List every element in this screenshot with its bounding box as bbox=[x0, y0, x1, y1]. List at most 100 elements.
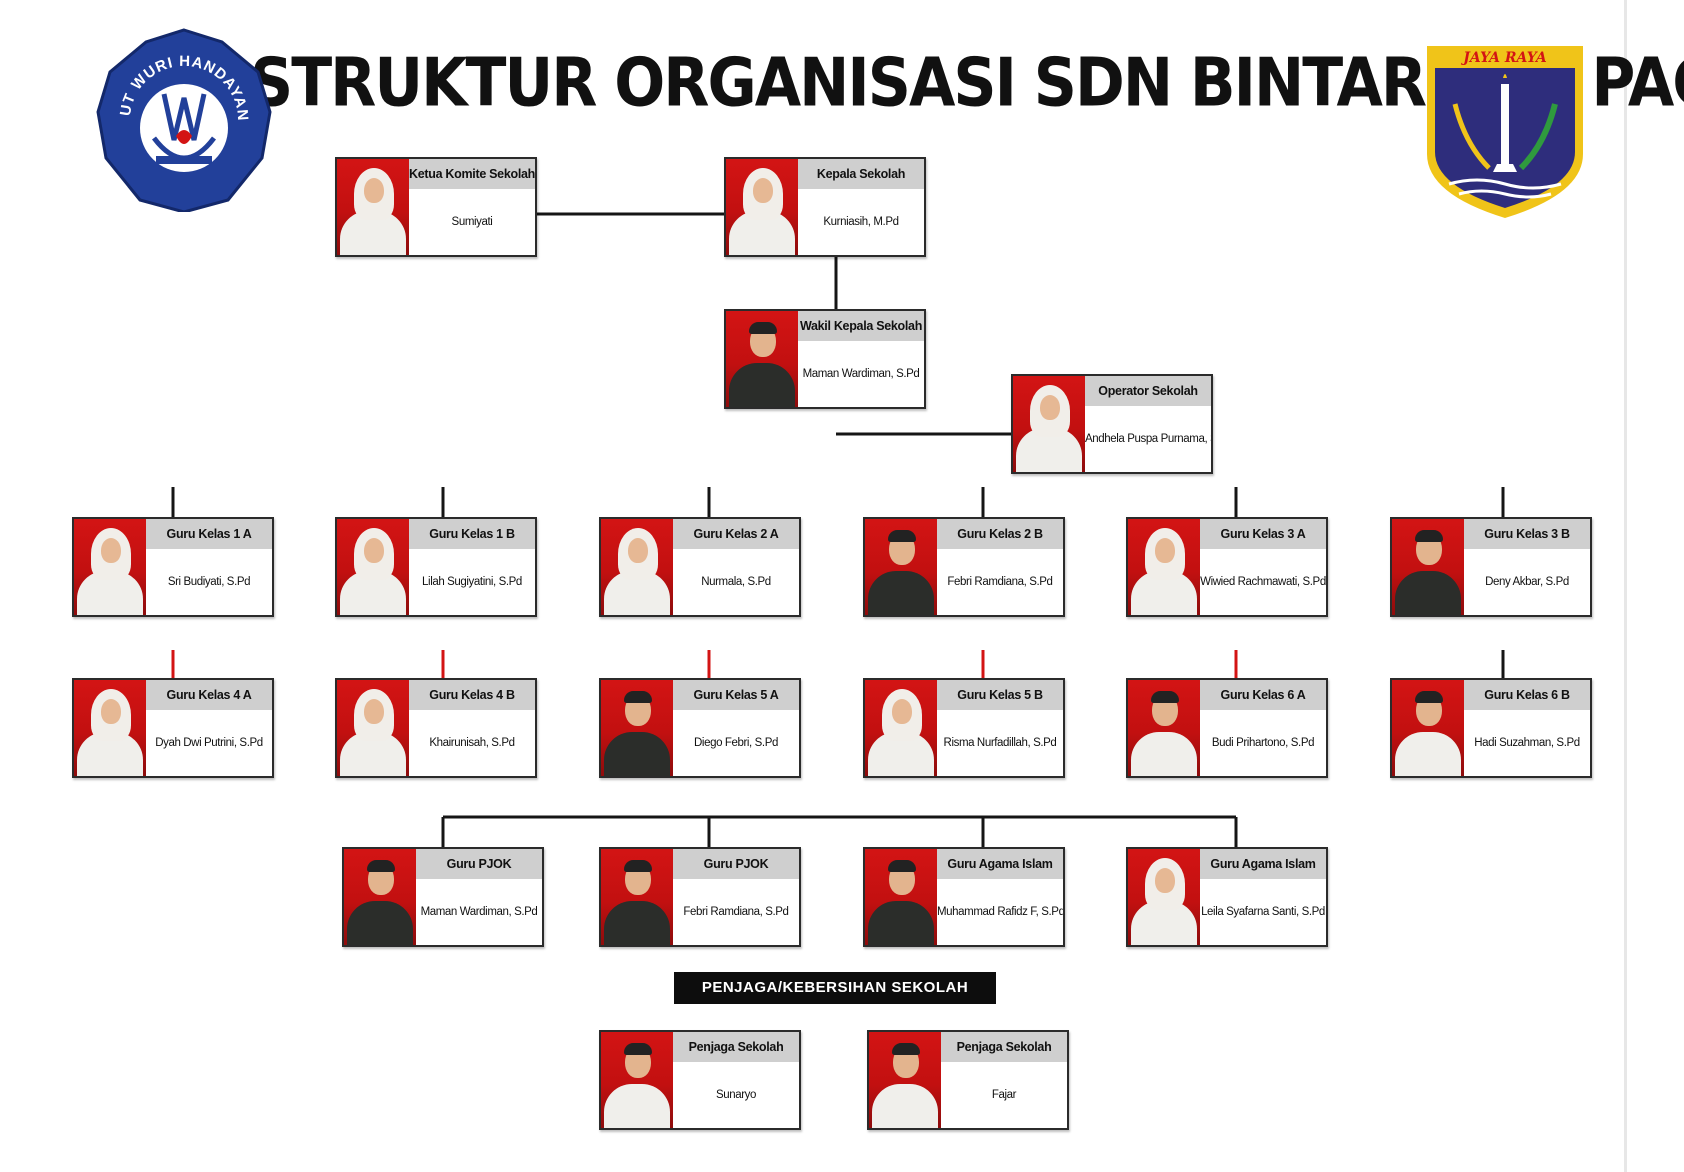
member-role: Guru Kelas 4 B bbox=[409, 680, 535, 710]
member-role: Guru Kelas 4 A bbox=[146, 680, 272, 710]
member-photo bbox=[74, 519, 146, 615]
photo-face bbox=[364, 699, 384, 724]
member-card: Guru Kelas 1 A Sri Budiyati, S.Pd bbox=[72, 517, 274, 617]
photo-uniform bbox=[868, 901, 934, 945]
member-card: Guru Kelas 3 B Deny Akbar, S.Pd bbox=[1390, 517, 1592, 617]
photo-hijab bbox=[354, 528, 394, 580]
photo-hijab bbox=[882, 689, 922, 741]
photo-uniform bbox=[1395, 571, 1461, 615]
member-role: Guru Agama Islam bbox=[1200, 849, 1326, 879]
photo-face bbox=[101, 538, 121, 563]
member-name: Wiwied Rachmawati, S.Pd bbox=[1200, 576, 1326, 588]
member-role: Guru Kelas 6 A bbox=[1200, 680, 1326, 710]
page-edge bbox=[1624, 0, 1627, 1172]
member-name: Sunaryo bbox=[715, 1089, 757, 1101]
member-photo bbox=[1128, 680, 1200, 776]
member-photo bbox=[726, 311, 798, 407]
member-name: Maman Wardiman, S.Pd bbox=[802, 368, 920, 380]
member-name: Sri Budiyati, S.Pd bbox=[167, 576, 251, 588]
member-role: Guru Kelas 2 B bbox=[937, 519, 1063, 549]
member-photo bbox=[1392, 680, 1464, 776]
photo-hijab bbox=[1145, 858, 1185, 910]
photo-hijab bbox=[91, 528, 131, 580]
photo-uniform bbox=[868, 571, 934, 615]
photo-hair bbox=[1415, 530, 1443, 542]
member-name: Lilah Sugiyatini, S.Pd bbox=[422, 576, 522, 588]
photo-hair bbox=[367, 860, 395, 872]
member-photo bbox=[865, 680, 937, 776]
photo-hijab bbox=[354, 168, 394, 220]
photo-face bbox=[1155, 538, 1175, 563]
member-role: Guru Kelas 1 A bbox=[146, 519, 272, 549]
penjaga-section-banner: PENJAGA/KEBERSIHAN SEKOLAH bbox=[674, 972, 996, 1004]
member-name: Fajar bbox=[991, 1089, 1017, 1101]
member-name: Kurniasih, M.Pd bbox=[823, 216, 899, 228]
photo-uniform bbox=[1395, 732, 1461, 776]
photo-hair bbox=[624, 860, 652, 872]
photo-uniform bbox=[729, 363, 795, 407]
member-name: Diego Febri, S.Pd bbox=[694, 737, 778, 749]
member-card: Guru Kelas 1 B Lilah Sugiyatini, S.Pd bbox=[335, 517, 537, 617]
photo-hair bbox=[624, 691, 652, 703]
tut-wuri-handayani-logo: TUT WURI HANDAYANI bbox=[89, 15, 274, 214]
member-role: Guru Kelas 1 B bbox=[409, 519, 535, 549]
member-photo bbox=[74, 680, 146, 776]
member-photo bbox=[337, 519, 409, 615]
member-role: Guru Agama Islam bbox=[937, 849, 1063, 879]
member-role: Guru Kelas 5 B bbox=[937, 680, 1063, 710]
photo-uniform bbox=[604, 1084, 670, 1128]
member-card: Guru Kelas 5 B Risma Nurfadillah, S.Pd bbox=[863, 678, 1065, 778]
photo-face bbox=[1040, 395, 1060, 420]
member-photo bbox=[601, 519, 673, 615]
member-name: Maman Wardiman, S.Pd bbox=[420, 906, 538, 918]
member-role: Guru PJOK bbox=[673, 849, 799, 879]
photo-face bbox=[628, 538, 648, 563]
member-photo bbox=[1128, 849, 1200, 945]
member-name: Febri Ramdiana, S.Pd bbox=[683, 906, 789, 918]
member-name: Andhela Puspa Purnama, S.Pd bbox=[1085, 433, 1211, 445]
photo-hair bbox=[1415, 691, 1443, 703]
member-role: Penjaga Sekolah bbox=[673, 1032, 799, 1062]
member-role: Operator Sekolah bbox=[1085, 376, 1211, 406]
photo-face bbox=[364, 178, 384, 203]
photo-hijab bbox=[91, 689, 131, 741]
photo-hijab bbox=[743, 168, 783, 220]
member-photo bbox=[865, 519, 937, 615]
member-role: Penjaga Sekolah bbox=[941, 1032, 1067, 1062]
photo-uniform bbox=[604, 901, 670, 945]
member-role: Wakil Kepala Sekolah bbox=[798, 311, 924, 341]
member-name: Risma Nurfadillah, S.Pd bbox=[943, 737, 1057, 749]
member-photo bbox=[1013, 376, 1085, 472]
member-photo bbox=[601, 1032, 673, 1128]
member-role: Kepala Sekolah bbox=[798, 159, 924, 189]
photo-hair bbox=[888, 530, 916, 542]
photo-hijab bbox=[1145, 528, 1185, 580]
member-photo bbox=[1128, 519, 1200, 615]
photo-uniform bbox=[1131, 732, 1197, 776]
photo-hijab bbox=[1030, 385, 1070, 437]
member-photo bbox=[865, 849, 937, 945]
jaya-raya-emblem: JAYA RAYA bbox=[1425, 44, 1585, 220]
member-role: Guru Kelas 2 A bbox=[673, 519, 799, 549]
photo-uniform bbox=[604, 732, 670, 776]
member-name: Muhammad Rafidz F, S.Pd bbox=[937, 906, 1063, 918]
member-photo bbox=[1392, 519, 1464, 615]
member-name: Deny Akbar, S.Pd bbox=[1485, 576, 1569, 588]
photo-hair bbox=[749, 322, 777, 334]
member-role: Ketua Komite Sekolah bbox=[409, 159, 535, 189]
member-role: Guru Kelas 3 B bbox=[1464, 519, 1590, 549]
member-name: Hadi Suzahman, S.Pd bbox=[1474, 737, 1580, 749]
